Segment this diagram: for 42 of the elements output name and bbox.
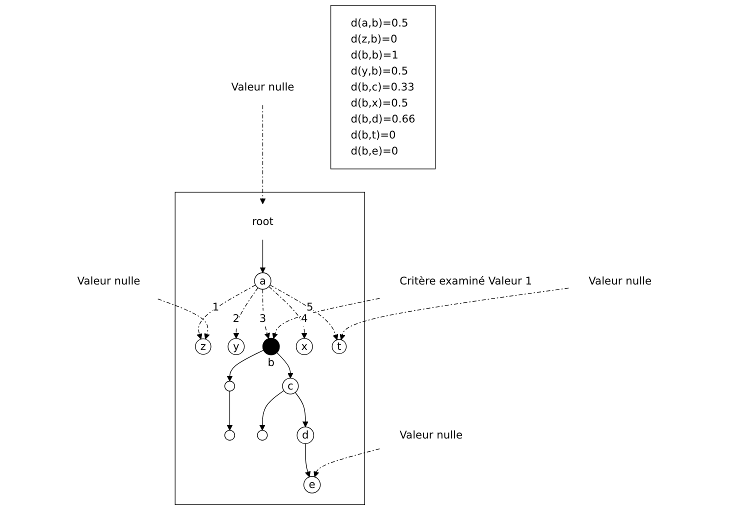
- node-circle: t: [332, 339, 347, 354]
- node-circle: c: [282, 378, 299, 394]
- node-circle: x: [296, 338, 313, 356]
- node-text: Valeur nulle: [77, 274, 140, 287]
- node-label: b: [268, 356, 275, 369]
- node-text: Critère examiné Valeur 1: [400, 274, 532, 287]
- arrow: [196, 284, 256, 340]
- arrow: [340, 288, 570, 340]
- edge-label: 2: [232, 312, 240, 325]
- edge-label: 1: [212, 300, 220, 313]
- node-circle: [257, 430, 268, 441]
- node-circle: z: [195, 338, 212, 355]
- edge-label: 3: [259, 312, 266, 325]
- arrow: [295, 392, 308, 428]
- node-text: Valeur nulle: [588, 274, 652, 287]
- node-circle: [224, 380, 236, 392]
- arrow: [314, 448, 380, 478]
- arrow: [276, 352, 294, 378]
- arrow: [268, 286, 308, 339]
- node-text: Valeur nulle: [231, 80, 294, 94]
- node-circle: [224, 430, 236, 441]
- node-box: d(a,b)=0.5 d(z,b)=0 d(b,b)=1 d(y,b)=0.5 d(b,c)=0.33 d(b,x)=0.5 d(b,d)=0.66 d(b,t)=0 d(b,e)=0: [330, 5, 436, 170]
- node-text: Valeur nulle: [400, 428, 463, 442]
- arrow: [270, 284, 338, 340]
- arrow: [260, 390, 284, 431]
- node-circle: y: [228, 338, 245, 356]
- edge-label: 5: [306, 300, 314, 314]
- node-circle: [262, 338, 280, 356]
- arrow: [272, 298, 380, 339]
- node-circle: d: [296, 426, 314, 444]
- node-text: root: [252, 215, 274, 228]
- arrow: [226, 350, 264, 382]
- node-circle: e: [304, 476, 321, 494]
- cluster: [174, 192, 366, 505]
- arrow: [305, 443, 311, 478]
- arrow: [260, 104, 266, 204]
- arrow: [158, 298, 210, 340]
- edge-label: 4: [301, 312, 308, 325]
- arrow: [260, 239, 266, 274]
- arrow: [226, 390, 233, 431]
- arrow: [233, 287, 258, 339]
- node-circle: a: [254, 272, 272, 290]
